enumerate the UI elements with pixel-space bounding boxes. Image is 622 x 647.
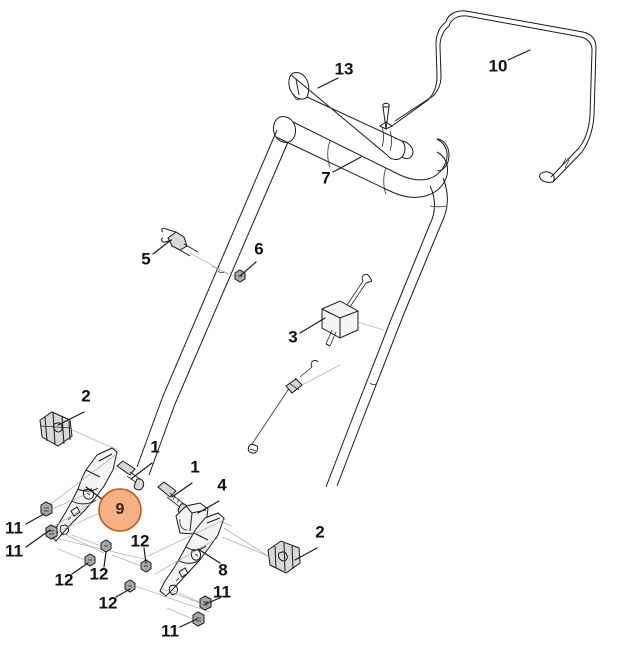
leader-line-bracket-right (197, 548, 221, 564)
callout-number-flange-nut-4[interactable]: 11 (161, 621, 179, 641)
leader-line-bracket-left (85, 486, 104, 501)
callout-number-nut-small[interactable]: 6 (254, 239, 264, 259)
leader-line-carriage-bolt-right (171, 482, 193, 498)
part-bracket-left (39, 447, 149, 561)
leader-line-flange-nut-4 (179, 618, 198, 628)
leader-line-carriage-bolt-left (130, 462, 153, 480)
callout-number-cable-clamp[interactable]: 5 (141, 249, 151, 269)
callout-number-cable-control-housing[interactable]: 3 (288, 327, 298, 347)
part-cable-control (247, 273, 385, 454)
part-cable-clamp (161, 227, 229, 275)
callout-number-washer-1[interactable]: 12 (54, 570, 74, 590)
leader-line-cable-control-housing (299, 317, 326, 334)
leader-line-wire-bail (507, 49, 531, 61)
callout-number-knob-right[interactable]: 2 (315, 522, 325, 542)
leader-line-washer-3 (143, 547, 147, 564)
leader-line-washer-4 (115, 588, 131, 598)
leader-line-washer-1 (71, 562, 89, 575)
callout-number-cover-cap[interactable]: 4 (217, 475, 227, 495)
leader-line-cover-cap (197, 500, 220, 514)
leader-line-cable-clamp (152, 239, 172, 255)
callout-number-knob-left[interactable]: 2 (81, 386, 91, 406)
callout-number-handle-bar-upper[interactable]: 13 (334, 59, 354, 79)
leader-line-nut-small (239, 261, 257, 277)
callout-number-handle-frame-upper[interactable]: 7 (321, 168, 331, 188)
callout-number-bracket-left[interactable]: 9 (115, 501, 125, 518)
part-knob-right (221, 536, 301, 574)
leader-line-handle-bar-upper (317, 77, 339, 89)
leader-line-washer-2 (103, 551, 107, 568)
callout-number-wire-bail[interactable]: 10 (488, 56, 508, 76)
part-wire-bail (379, 10, 597, 183)
leader-line-knob-right (294, 547, 318, 561)
leader-line-flange-nut-3 (204, 597, 221, 605)
leader-line-flange-nut-1 (25, 513, 45, 525)
callout-number-carriage-bolt-right[interactable]: 1 (190, 457, 200, 477)
leader-lines (25, 49, 531, 628)
highlight-circle-part-9 (98, 488, 142, 532)
part-carriage-bolt-left (95, 460, 145, 491)
callout-number-bracket-right[interactable]: 8 (218, 560, 228, 580)
leader-line-knob-left (57, 411, 85, 426)
callout-number-flange-nut-1[interactable]: 11 (5, 518, 23, 538)
part-knob-left (39, 411, 119, 451)
leader-line-flange-nut-2 (25, 529, 51, 548)
callout-number-washer-2[interactable]: 12 (89, 564, 109, 584)
callout-number-washer-4[interactable]: 12 (98, 593, 118, 613)
callout-number-carriage-bolt-left[interactable]: 1 (150, 437, 160, 457)
part-handle-frame (136, 116, 450, 488)
leader-line-handle-frame-upper (332, 156, 362, 173)
callout-number-flange-nut-2[interactable]: 11 (5, 541, 23, 561)
callout-number-washer-3[interactable]: 12 (130, 531, 150, 551)
part-upper-control-bar (288, 72, 414, 160)
part-flange-nuts (40, 489, 212, 627)
callout-number-flange-nut-3[interactable]: 11 (213, 582, 231, 602)
